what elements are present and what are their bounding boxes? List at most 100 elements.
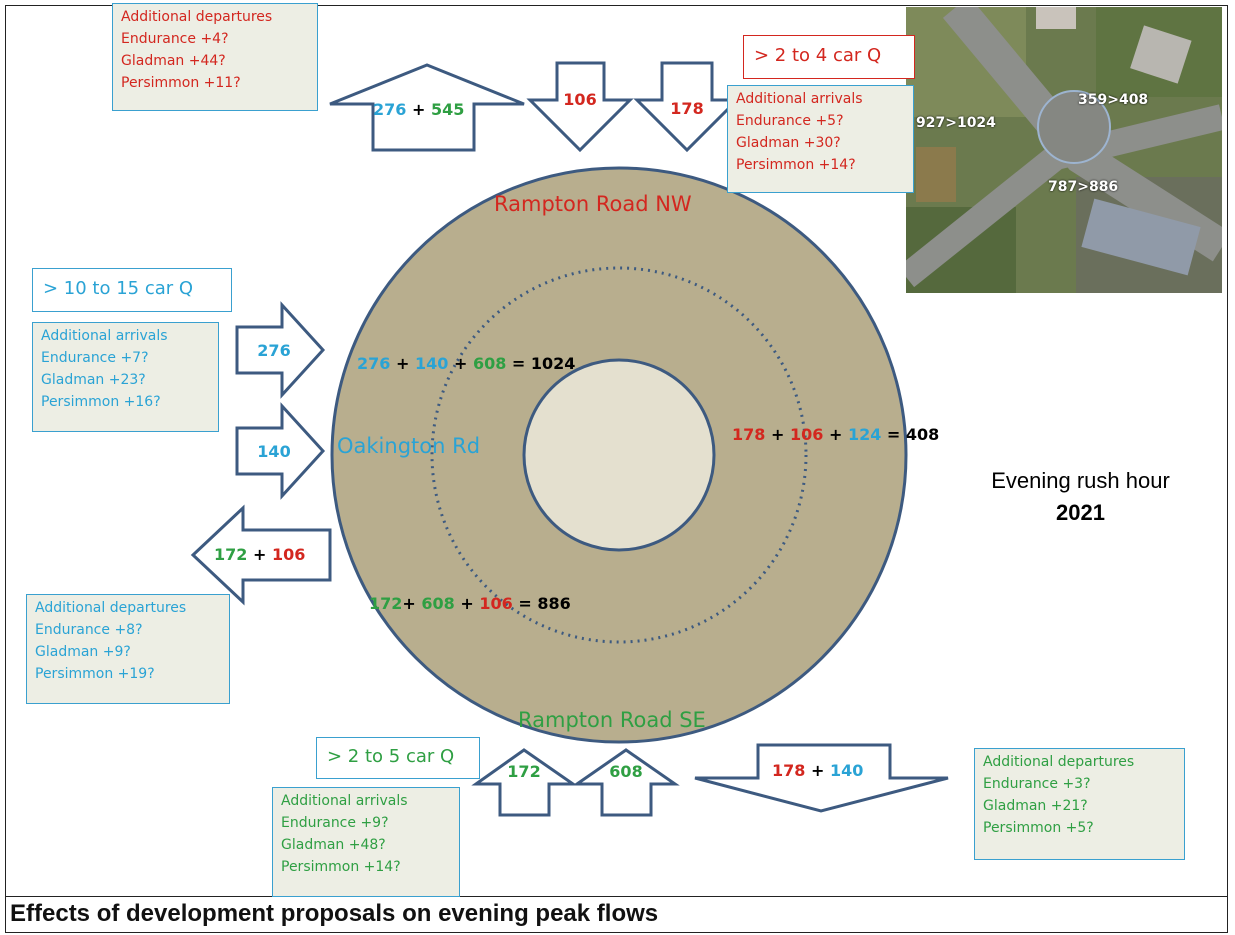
road-label-nw: Rampton Road NW — [494, 192, 692, 216]
sum-term: 178 — [732, 425, 766, 444]
plus-sign: + — [252, 545, 267, 564]
info-line: Endurance +3? — [983, 776, 1091, 792]
plus-sign: + — [810, 761, 825, 780]
sum-term: 140 — [414, 354, 449, 373]
queue-box-se: > 2 to 5 car Q — [316, 737, 480, 779]
arrow-se-entry-2 — [572, 748, 680, 817]
sum-rampton-nw: 178 + 106 + 124 = 408 — [732, 425, 939, 444]
sum-rampton-se: 172+ 608 + 106 = 886 — [369, 594, 571, 613]
arrow-label-oak-exit: 172 + 106 — [214, 545, 305, 564]
info-line: Gladman +30? — [736, 135, 841, 151]
arrow-label-nw-exit: 276 + 545 — [373, 100, 464, 119]
queue-label-se: > 2 to 5 car Q — [327, 746, 455, 767]
info-line: Gladman +23? — [41, 372, 146, 388]
plus-sign: + — [411, 100, 426, 119]
info-box-oak-departures: Additional departures Endurance +8? Glad… — [26, 594, 230, 704]
queue-label-oak: > 10 to 15 car Q — [43, 278, 194, 299]
info-title: Additional arrivals — [41, 328, 168, 344]
arrow-nw-entry-1 — [526, 61, 634, 153]
sum-term: 124 — [847, 425, 882, 444]
info-title: Additional departures — [35, 600, 187, 616]
flow-value: 545 — [430, 100, 465, 119]
figure-caption: Effects of development proposals on even… — [5, 897, 1228, 933]
photo-label-south: 787>886 — [1048, 179, 1119, 195]
info-line: Persimmon +14? — [281, 859, 401, 875]
info-line: Persimmon +14? — [736, 157, 856, 173]
sum-term: 106 — [479, 594, 513, 613]
arrow-oak-entry-1 — [235, 301, 326, 399]
aerial-photo-image — [906, 7, 1222, 293]
arrow-se-entry-1 — [471, 748, 578, 817]
equals-sign: = — [886, 425, 901, 444]
equals-sign: = — [518, 594, 532, 613]
info-title: Additional arrivals — [736, 91, 863, 107]
arrow-label-se-entry-2: 608 — [609, 762, 643, 781]
info-line: Gladman +44? — [121, 53, 226, 69]
roundabout-centre-island — [522, 358, 716, 552]
arrow-nw-exit — [329, 63, 525, 152]
info-line: Persimmon +5? — [983, 820, 1094, 836]
flow-value: 172 — [214, 545, 248, 564]
info-line: Endurance +4? — [121, 31, 229, 47]
arrow-label-oak-entry-1: 276 — [257, 341, 291, 360]
diagram-frame — [5, 5, 1228, 897]
equals-sign: = — [511, 354, 526, 373]
plus-sign: + — [402, 594, 416, 613]
flow-value: 178 — [772, 761, 806, 780]
info-line: Persimmon +11? — [121, 75, 241, 91]
diagram-title: Evening rush hour 2021 — [968, 465, 1193, 529]
info-box-nw-departures: Additional departures Endurance +4? Glad… — [112, 3, 318, 111]
sum-term: 608 — [421, 594, 455, 613]
arrow-label-se-exit: 178 + 140 — [772, 761, 863, 780]
photo-label-north: 359>408 — [1078, 92, 1149, 108]
info-line: Persimmon +16? — [41, 394, 161, 410]
roundabout-lane-divider — [430, 266, 808, 644]
queue-box-oak: > 10 to 15 car Q — [32, 268, 232, 312]
info-line: Endurance +5? — [736, 113, 844, 129]
info-line: Gladman +48? — [281, 837, 386, 853]
sum-term: 172 — [369, 594, 403, 613]
arrow-nw-entry-2 — [633, 61, 741, 153]
flow-value: 106 — [271, 545, 306, 564]
title-year: 2021 — [1056, 500, 1105, 525]
plus-sign: + — [395, 354, 410, 373]
arrow-label-nw-entry-1: 106 — [563, 90, 597, 109]
arrow-label-nw-entry-2: 178 — [670, 99, 704, 118]
info-box-nw-arrivals: Additional arrivals Endurance +5? Gladma… — [727, 85, 914, 193]
flow-value: 276 — [373, 100, 407, 119]
info-line: Endurance +8? — [35, 622, 143, 638]
title-line-1: Evening rush hour — [991, 468, 1170, 493]
info-box-se-arrivals: Additional arrivals Endurance +9? Gladma… — [272, 787, 460, 897]
arrow-se-exit — [694, 743, 949, 813]
flow-value: 140 — [829, 761, 864, 780]
info-box-oak-arrivals: Additional arrivals Endurance +7? Gladma… — [32, 322, 219, 432]
sum-term: 276 — [357, 354, 391, 373]
info-line: Endurance +9? — [281, 815, 389, 831]
plus-sign: + — [770, 425, 785, 444]
arrow-oak-exit — [190, 504, 332, 606]
plus-sign: + — [460, 594, 474, 613]
info-title: Additional departures — [983, 754, 1135, 770]
aerial-photo: 927>1024 359>408 787>886 — [906, 7, 1222, 293]
sum-term: 106 — [789, 425, 824, 444]
road-label-oakington: Oakington Rd — [337, 434, 481, 458]
arrow-label-oak-entry-2: 140 — [257, 442, 291, 461]
info-title: Additional arrivals — [281, 793, 408, 809]
info-box-se-departures: Additional departures Endurance +3? Glad… — [974, 748, 1185, 860]
plus-sign: + — [453, 354, 468, 373]
sum-total: 1024 — [530, 354, 576, 373]
sum-oakington: 276 + 140 + 608 = 1024 — [357, 354, 575, 373]
info-line: Endurance +7? — [41, 350, 149, 366]
road-label-se: Rampton Road SE — [518, 708, 706, 732]
sum-term: 608 — [472, 354, 507, 373]
sum-total: 408 — [905, 425, 940, 444]
arrow-label-se-entry-1: 172 — [507, 762, 541, 781]
sum-total: 886 — [537, 594, 571, 613]
arrow-oak-entry-2 — [235, 402, 326, 500]
queue-label-nw: > 2 to 4 car Q — [754, 45, 882, 66]
photo-label-west: 927>1024 — [916, 115, 996, 131]
info-title: Additional departures — [121, 9, 273, 25]
queue-box-nw: > 2 to 4 car Q — [743, 35, 915, 79]
